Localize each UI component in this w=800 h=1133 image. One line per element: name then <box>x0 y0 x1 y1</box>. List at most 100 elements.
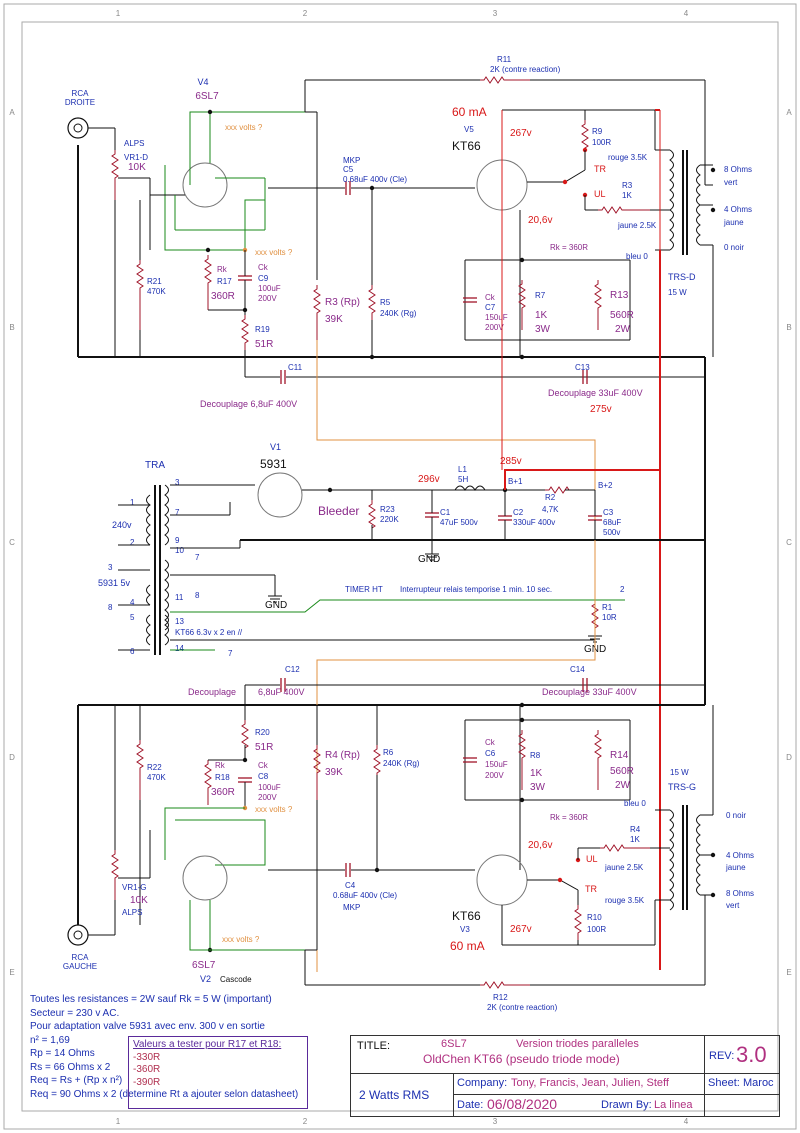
voltage-label: 267v <box>510 128 532 139</box>
resistor-ref: R1 <box>602 603 613 612</box>
decoupling-label: Decouplage 33uF 400V <box>542 687 637 697</box>
resistor-symbol <box>480 981 530 989</box>
output-label: jaune <box>725 863 746 872</box>
supply-label: B+2 <box>598 481 613 490</box>
tube-envelope <box>257 472 303 518</box>
frame-column-label: 3 <box>493 9 498 18</box>
cap-ref: C2 <box>513 508 524 517</box>
frame-outer <box>3 3 797 1130</box>
resistor-symbol <box>111 850 119 900</box>
value-item: -390R <box>133 1076 161 1088</box>
supply-label: B+1 <box>508 477 523 486</box>
inductor-symbol <box>454 485 486 491</box>
cap-value: 500v <box>603 528 620 537</box>
title-line1a: 6SL7 <box>441 1038 467 1050</box>
company-label: Company: <box>457 1077 508 1089</box>
resistor-value: 220K <box>380 515 399 524</box>
resistor-ref: R9 <box>592 127 603 136</box>
cap-ref: C3 <box>603 508 614 517</box>
arrow-label: 7 <box>228 649 233 658</box>
resistor-symbol <box>545 486 570 494</box>
note-line: Req = Rs + (Rp x n²) <box>30 1075 123 1086</box>
title-line2: OldChen KT66 (pseudo triode mode) <box>423 1052 620 1066</box>
frame-column-label: 4 <box>684 9 689 18</box>
transformer-winding <box>164 614 169 646</box>
frame-row-label: A <box>786 108 792 117</box>
tube-envelope <box>182 855 228 901</box>
resistor-ref: R4 <box>630 825 641 834</box>
title-label: TITLE: <box>357 1040 391 1052</box>
resistor-ref: R18 <box>215 773 230 782</box>
junction-dot <box>205 247 211 253</box>
frame-row-label: D <box>9 753 15 762</box>
filament-label: 5931 5v <box>98 578 131 588</box>
winding-label: jaune 2.5K <box>617 221 657 230</box>
cap-ref: Ck <box>485 738 496 747</box>
voltage-label: 267v <box>510 924 532 935</box>
tube-type: KT66 <box>452 909 481 923</box>
output-label: 0 noir <box>724 243 744 252</box>
resistor-symbol <box>600 844 650 852</box>
resistor-ref: R21 <box>147 277 162 286</box>
cap-ref: C12 <box>285 665 300 674</box>
resistor-ref: R22 <box>147 763 162 772</box>
title-line1b: Version triodes paralleles <box>516 1038 639 1050</box>
arrow-label: 8 <box>195 591 200 600</box>
tap-label: TR <box>594 164 606 174</box>
note-line: Req = 90 Ohms x 2 (determine Rt a ajoute… <box>30 1088 299 1100</box>
resistor-ref: R3 <box>622 181 633 190</box>
tap-number: 10 <box>175 546 184 555</box>
rk-label: Rk = 360R <box>550 813 588 822</box>
frame-column-label: 2 <box>303 1117 308 1126</box>
resistor-ref: R19 <box>255 325 270 334</box>
rca-label: RCA <box>72 89 90 98</box>
frame-column-label: 2 <box>303 9 308 18</box>
transformer-ref: TRS-D <box>668 272 696 282</box>
cap-value: 200V <box>258 793 277 802</box>
transformer-winding <box>696 164 701 246</box>
cap-value: 68uF <box>603 518 621 527</box>
resistor-ref: R14 <box>610 750 629 761</box>
frame-row-label: B <box>9 323 14 332</box>
design-notes: Toutes les resistances = 2W sauf Rk = 5 … <box>30 993 350 1101</box>
wire <box>170 599 625 613</box>
tube-type: 6SL7 <box>195 91 219 102</box>
resistor-value: 3W <box>530 782 546 793</box>
resistor-symbol <box>204 760 212 805</box>
tap-number: 14 <box>175 644 184 653</box>
resistor-ref: R5 <box>380 298 391 307</box>
rk-label: Rk = 360R <box>550 243 588 252</box>
cap-ref: MKP <box>343 903 360 912</box>
frame-column-label: 4 <box>684 1117 689 1126</box>
rca-jack <box>73 930 83 940</box>
cap-value: 200V <box>485 323 504 332</box>
current-label: 60 mA <box>452 105 487 119</box>
rca-label: RCA <box>72 953 90 962</box>
cap-ref: Ck <box>258 263 269 272</box>
cap-value: 0.68uF 400v (Cle) <box>333 891 397 900</box>
tap-number: 3 <box>108 563 113 572</box>
frame-row-label: B <box>786 323 791 332</box>
resistor-ref: R13 <box>610 290 629 301</box>
voltage-label: 20,6v <box>528 840 552 851</box>
winding-label: rouge 3.5K <box>605 896 645 905</box>
wire <box>527 169 586 183</box>
tube-ref: V5 <box>464 125 474 134</box>
resistor-symbol <box>368 285 376 320</box>
resistor-symbol <box>594 730 602 790</box>
decoupling-label: Decouplage <box>188 687 236 697</box>
tap-number: 1 <box>130 498 135 507</box>
resistor-ref: R4 (Rp) <box>325 750 360 761</box>
timer-label: TIMER HT <box>345 585 383 594</box>
cap-ref: C11 <box>288 363 303 372</box>
frame-row-label: C <box>786 538 792 547</box>
drawn-label: Drawn By: <box>601 1099 652 1111</box>
cap-ref: C1 <box>440 508 451 517</box>
tap-label: TR <box>585 884 597 894</box>
pot-value: 10K <box>130 895 148 906</box>
inductor-ref: L1 <box>458 465 467 474</box>
tube-ref: V1 <box>270 442 281 452</box>
rca-jack <box>67 117 89 139</box>
resistor-symbol <box>241 720 249 749</box>
